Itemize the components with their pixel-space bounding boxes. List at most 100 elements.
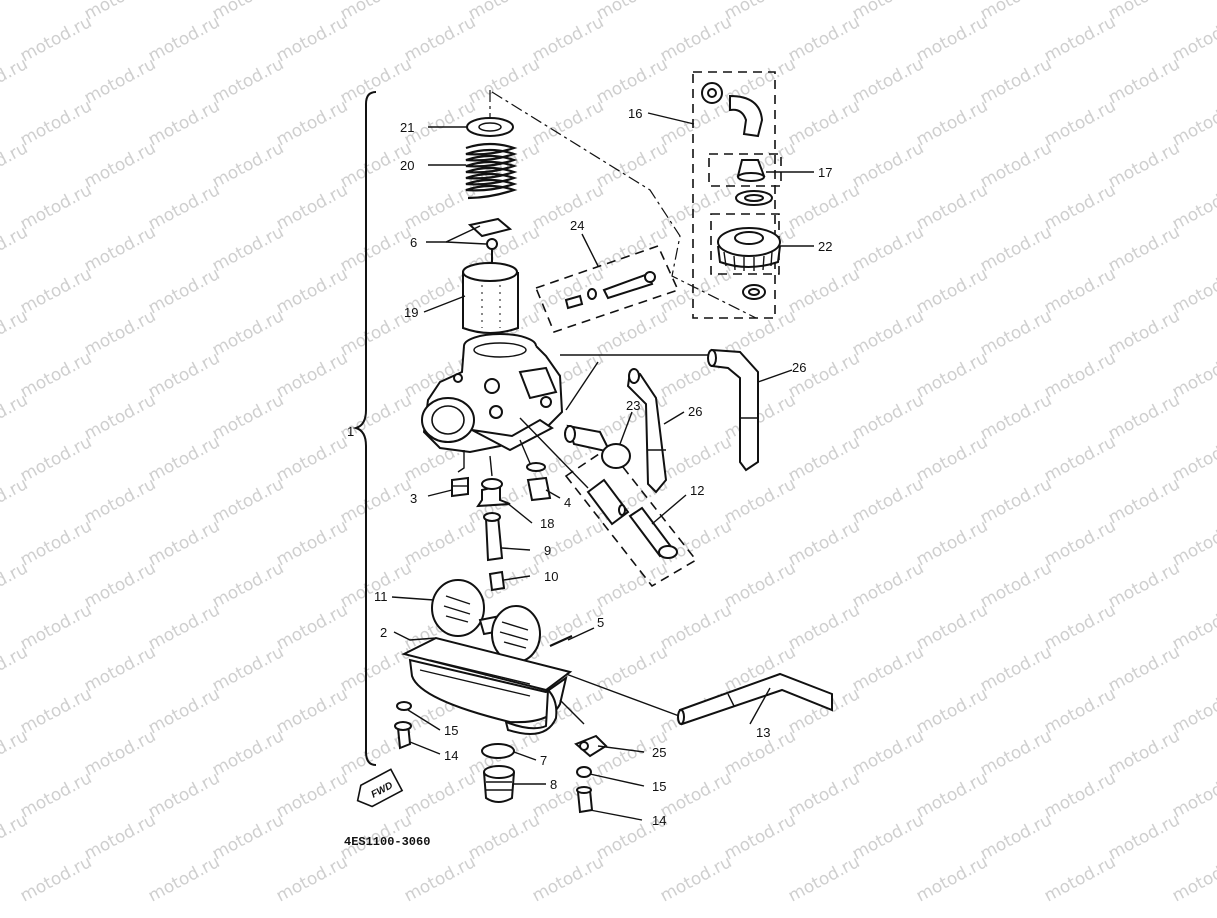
watermark-text: motod.ru [1041, 348, 1119, 402]
watermark-text: motod.ru [1105, 642, 1183, 696]
washer-15-right [576, 766, 592, 778]
callout-2: 2 [380, 625, 387, 640]
watermark-text: motod.ru [913, 96, 991, 150]
watermark-text: motod.ru [17, 768, 95, 822]
watermark-text: motod.ru [785, 348, 863, 402]
watermark-text: motod.ru [785, 852, 863, 906]
watermark-text: motod.ru [529, 96, 607, 150]
callout-10: 10 [544, 569, 558, 584]
watermark-text: motod.ru [977, 390, 1055, 444]
watermark-text: motod.ru [529, 852, 607, 906]
watermark-text: motod.ru [1169, 768, 1217, 822]
drain-plug [483, 765, 515, 803]
washer-15-left [396, 701, 412, 711]
watermark-text: motod.ru [209, 726, 287, 780]
callout-12: 12 [690, 483, 704, 498]
watermark-text: motod.ru [657, 432, 735, 486]
watermark-text: motod.ru [913, 348, 991, 402]
watermark-text: motod.ru [81, 390, 159, 444]
watermark-text: motod.ru [17, 852, 95, 906]
leader-lines [391, 112, 814, 821]
watermark-text: motod.ru [1105, 138, 1183, 192]
watermark-text: motod.ru [977, 558, 1055, 612]
callout-20: 20 [400, 158, 414, 173]
callout-7: 7 [540, 753, 547, 768]
watermark-text: motod.ru [1105, 726, 1183, 780]
watermark-text: motod.ru [1169, 432, 1217, 486]
watermark-text: motod.ru [273, 264, 351, 318]
float-pin [549, 634, 573, 648]
watermark-text: motod.ru [849, 306, 927, 360]
watermark-text: motod.ru [913, 264, 991, 318]
watermark-text: motod.ru [849, 54, 927, 108]
callout-15-right: 15 [652, 779, 666, 794]
watermark-text: motod.ru [145, 768, 223, 822]
watermark-text: motod.ru [849, 222, 927, 276]
vent-hose-26-right [707, 348, 759, 472]
watermark-text: motod.ru [1041, 600, 1119, 654]
watermark-text: motod.ru [209, 390, 287, 444]
starter-nut-box [708, 153, 782, 187]
watermark-text: motod.ru [657, 600, 735, 654]
watermark-text: motod.ru [209, 558, 287, 612]
callout-5: 5 [597, 615, 604, 630]
watermark-text: motod.ru [1105, 306, 1183, 360]
watermark-text: motod.ru [1169, 348, 1217, 402]
callout-8: 8 [550, 777, 557, 792]
watermark-text: motod.ru [465, 810, 543, 864]
watermark-text: motod.ru [913, 432, 991, 486]
carburetor-body [421, 333, 564, 454]
watermark-text: motod.ru [977, 642, 1055, 696]
watermark-text: motod.ru [529, 768, 607, 822]
watermark-text: motod.ru [209, 54, 287, 108]
watermark-text: motod.ru [1169, 12, 1217, 66]
screw-4 [526, 476, 552, 502]
callout-3: 3 [410, 491, 417, 506]
callout-26-left: 26 [688, 404, 702, 419]
float-chamber [401, 636, 573, 735]
callout-24: 24 [570, 218, 584, 233]
watermark-text: motod.ru [1105, 390, 1183, 444]
watermark-text: motod.ru [1041, 432, 1119, 486]
watermark-text: motod.ru [1169, 516, 1217, 570]
watermark-text: motod.ru [337, 642, 415, 696]
watermark-text: motod.ru [849, 138, 927, 192]
watermark-text: motod.ru [337, 222, 415, 276]
watermark-text: motod.ru [849, 558, 927, 612]
watermark-text: motod.ru [273, 852, 351, 906]
watermark-text: motod.ru [1105, 0, 1183, 24]
watermark-text: motod.ru [977, 726, 1055, 780]
watermark-text: motod.ru [657, 264, 735, 318]
watermark-text: motod.ru [849, 726, 927, 780]
watermark-text: motod.ru [273, 600, 351, 654]
watermark-text: motod.ru [657, 180, 735, 234]
watermark-text: motod.ru [1105, 558, 1183, 612]
vent-hose-26-left [626, 368, 668, 494]
callout-labels: 1 2 3 4 5 6 7 8 9 10 11 12 13 14 14 15 1… [347, 106, 832, 828]
watermark-text: motod.ru [17, 180, 95, 234]
watermark-text: motod.ru [721, 810, 799, 864]
watermark-text: motod.ru [785, 768, 863, 822]
watermark-text: motod.ru [145, 852, 223, 906]
watermark-text: motod.ru [1105, 474, 1183, 528]
watermark-text: motod.ru [593, 54, 671, 108]
watermark-text: motod.ru [529, 180, 607, 234]
watermark-text: motod.ru [657, 852, 735, 906]
watermark-text: motod.ru [81, 474, 159, 528]
watermark-text: motod.ru [17, 516, 95, 570]
watermark-text: motod.ru [209, 642, 287, 696]
watermark-text: motod.ru [1041, 516, 1119, 570]
watermark-text: motod.ru [721, 0, 799, 24]
watermark-text: motod.ru [1105, 222, 1183, 276]
watermark-text: motod.ru [593, 138, 671, 192]
watermark-text: motod.ru [785, 516, 863, 570]
watermark-text: motod.ru [209, 0, 287, 24]
watermark-text: motod.ru [657, 96, 735, 150]
callout-16: 16 [628, 106, 642, 121]
watermark-text: motod.ru [1169, 180, 1217, 234]
watermark-text: motod.ru [785, 180, 863, 234]
callout-22: 22 [818, 239, 832, 254]
callout-1: 1 [347, 424, 354, 439]
callout-19: 19 [404, 305, 418, 320]
